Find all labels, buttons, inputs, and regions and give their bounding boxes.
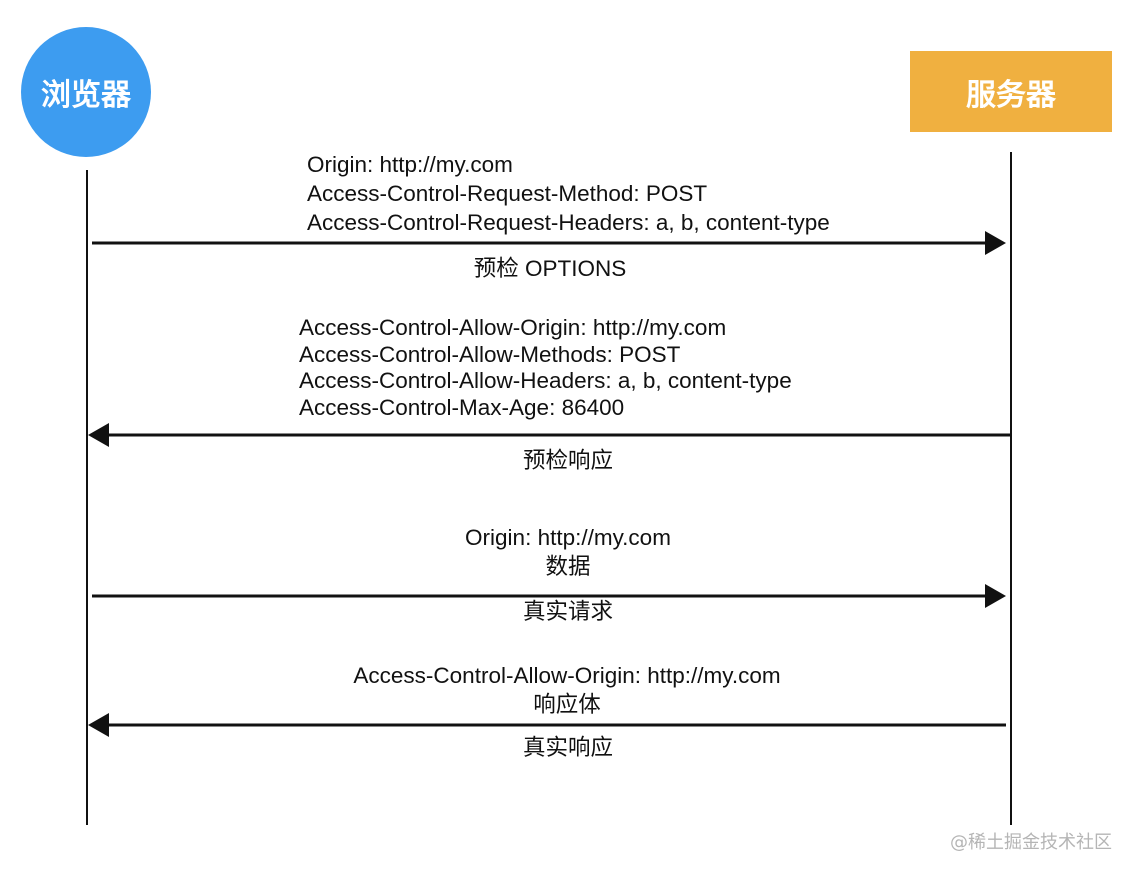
arrow-preflight xyxy=(92,231,1006,255)
browser-node: 浏览器 xyxy=(21,27,151,157)
header-line: Origin: http://my.com xyxy=(465,525,671,550)
header-line: Access-Control-Request-Headers: a, b, co… xyxy=(307,210,830,235)
header-line: Access-Control-Allow-Origin: http://my.c… xyxy=(353,663,781,688)
real-response-label: 真实响应 xyxy=(522,735,614,760)
header-line: Access-Control-Allow-Methods: POST xyxy=(299,341,681,367)
arrow-real-response xyxy=(88,713,1006,737)
header-line: Access-Control-Max-Age: 86400 xyxy=(299,394,625,420)
watermark: @稀土掘金技术社区 xyxy=(950,832,1112,853)
preflight-label: 预检 OPTIONS xyxy=(473,256,627,281)
header-line: Origin: http://my.com xyxy=(307,152,513,177)
header-line: 响应体 xyxy=(533,692,601,717)
browser-lifeline xyxy=(86,170,88,825)
server-node: 服务器 xyxy=(910,51,1112,132)
header-line: 数据 xyxy=(545,554,591,579)
preflight-headers: Origin: http://my.com Access-Control-Req… xyxy=(307,150,830,237)
preflight-response-label: 预检响应 xyxy=(522,448,614,473)
preflight-response-headers: Access-Control-Allow-Origin: http://my.c… xyxy=(299,315,792,421)
header-line: Access-Control-Allow-Origin: http://my.c… xyxy=(299,315,727,340)
server-label: 服务器 xyxy=(966,77,1056,113)
real-request-headers: Origin: http://my.com 数据 xyxy=(465,523,671,581)
header-line: Access-Control-Allow-Headers: a, b, cont… xyxy=(299,368,792,393)
browser-label: 浏览器 xyxy=(41,78,131,113)
arrow-real-request xyxy=(92,584,1006,608)
real-response-headers: Access-Control-Allow-Origin: http://my.c… xyxy=(353,661,780,719)
real-request-label: 真实请求 xyxy=(522,599,614,624)
server-lifeline xyxy=(1010,152,1012,825)
arrow-preflight-response xyxy=(88,423,1010,447)
header-line: Access-Control-Request-Method: POST xyxy=(307,181,708,206)
